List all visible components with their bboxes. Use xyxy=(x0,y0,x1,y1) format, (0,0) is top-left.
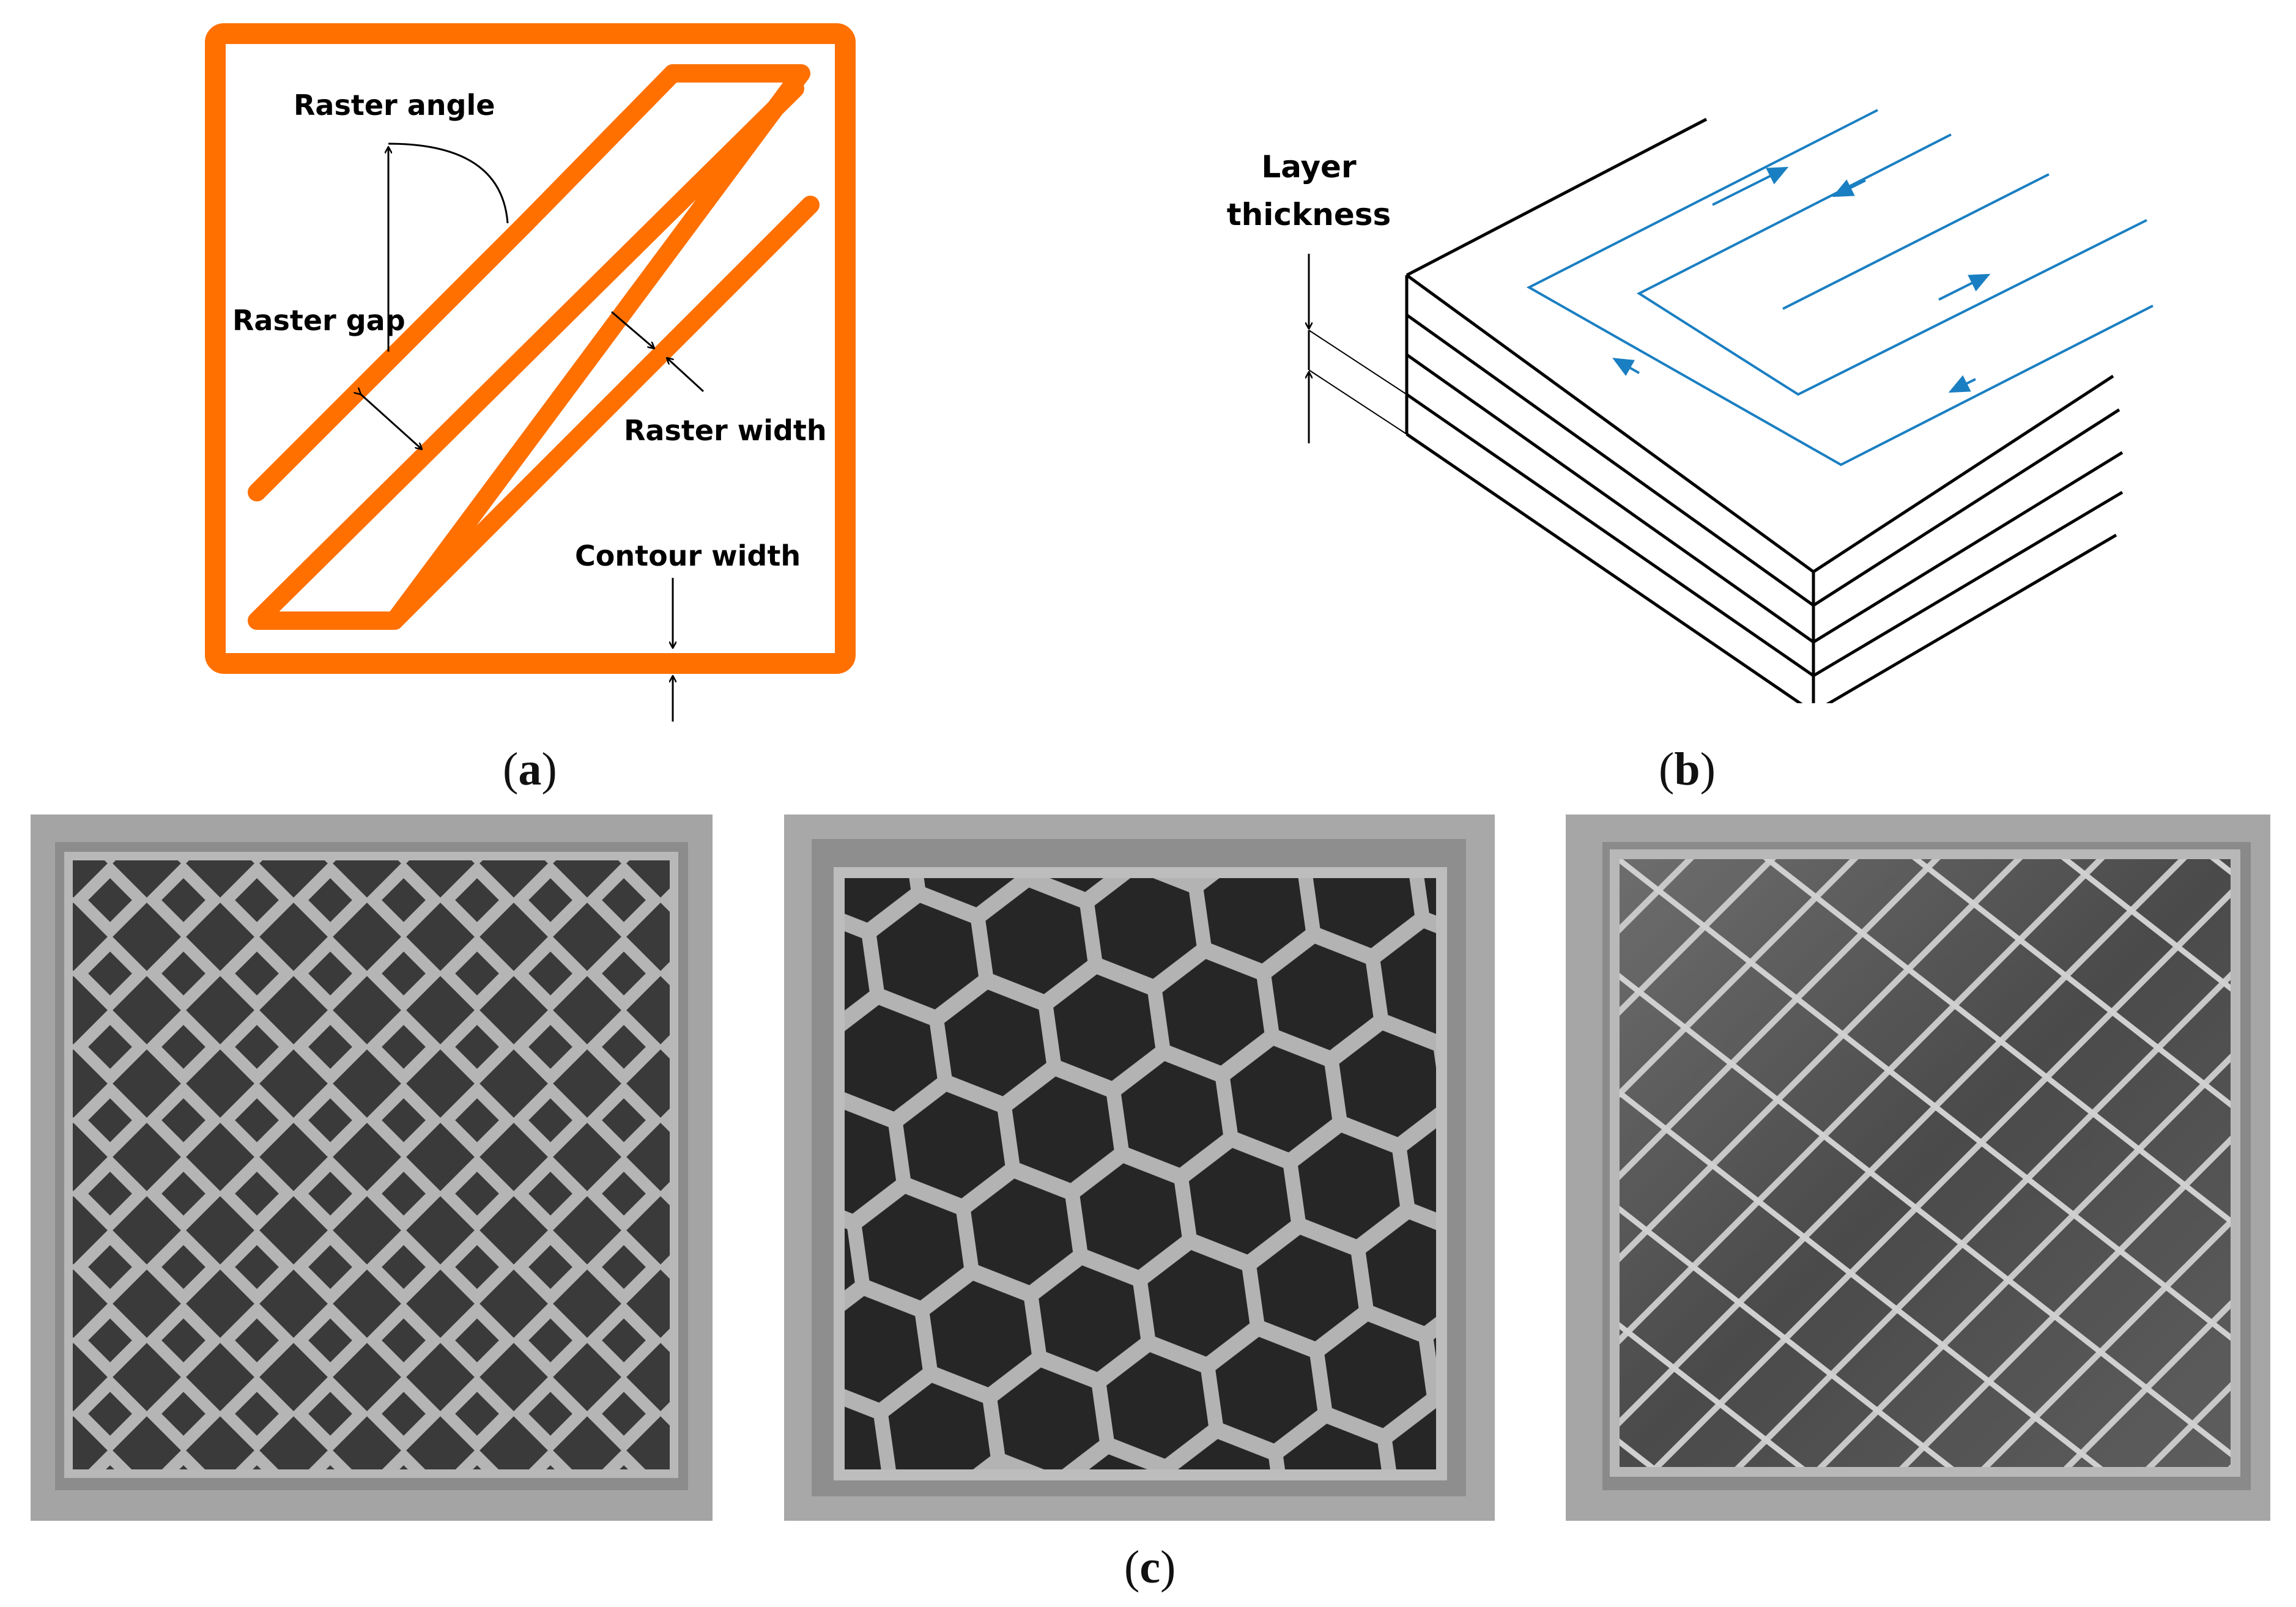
raster-width-arrow-bottom xyxy=(667,358,705,393)
deposition-path xyxy=(1526,109,2153,467)
raster-angle-label: Raster angle xyxy=(294,89,495,122)
layer-thickness-diagram: Layer thickness xyxy=(1227,109,2153,714)
caption-c: (c) xyxy=(1124,1542,1176,1593)
raster-width-label: Raster width xyxy=(624,414,827,447)
contour-width-label: Contour width xyxy=(575,539,801,572)
raster-width-arrow-top xyxy=(611,311,654,349)
upper-raster-line xyxy=(248,214,535,501)
caption-b: (b) xyxy=(1659,744,1716,795)
panel-b: Layer thickness xyxy=(1211,92,2159,714)
lower-raster-line xyxy=(385,196,820,630)
photo-diagonal-crossed xyxy=(1566,815,2270,1521)
layer-thickness-label-line1: Layer xyxy=(1261,149,1357,185)
layer-thickness-label-line2: thickness xyxy=(1227,197,1391,232)
raster-gap-arrow xyxy=(361,394,422,449)
raster-gap-label: Raster gap xyxy=(232,304,406,337)
caption-a: (a) xyxy=(503,744,557,795)
photo-honeycomb xyxy=(784,815,1495,1521)
photo-diamond-lattice xyxy=(31,815,713,1521)
raster-parallelogram xyxy=(248,64,810,630)
contour-square xyxy=(205,23,856,674)
layer-stack xyxy=(1405,117,2124,714)
raster-parameters-diagram: Raster angle Raster gap Raster width Con… xyxy=(205,23,856,722)
panel-a: Raster angle Raster gap Raster width Con… xyxy=(183,12,887,734)
raster-angle-arc xyxy=(388,142,509,224)
